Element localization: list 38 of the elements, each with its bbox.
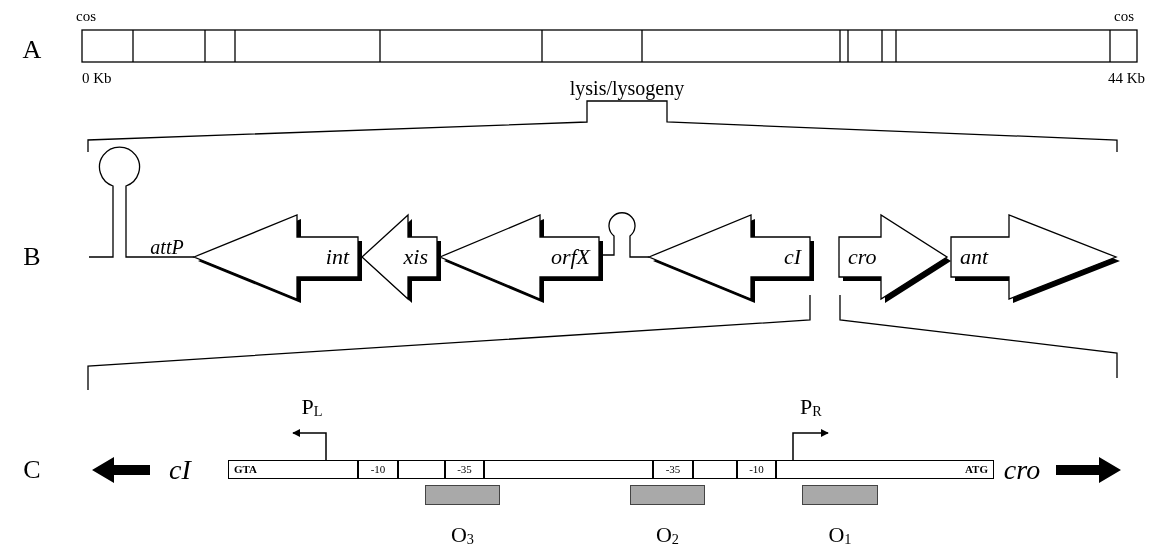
gene-segment (440, 215, 603, 303)
promoter-element-box: -10 (736, 461, 777, 478)
gene-segment (951, 215, 1120, 303)
site-label: cos (1114, 8, 1134, 24)
promoter-element-box: -10 (357, 461, 399, 478)
region-label: lysis/lysogeny (569, 78, 685, 98)
panel-letter: C (23, 457, 41, 483)
gene-segment (839, 215, 951, 303)
gene-name: orfX (550, 243, 590, 271)
site-label: cos (76, 8, 96, 24)
gene-name: cro (848, 243, 877, 271)
gene-segment (362, 215, 441, 303)
gene-name: int (325, 243, 349, 271)
gene-label: cro (1003, 456, 1041, 484)
gene-segment (194, 215, 362, 303)
promoter-region-bar (228, 460, 994, 479)
operator-box (802, 485, 878, 505)
operator-box (630, 485, 705, 505)
panel-letter: B (23, 244, 41, 270)
scale-label: 0 Kb (82, 70, 112, 86)
promoter-element-box: -35 (652, 461, 694, 478)
promoter-label: P$_{R}$ (800, 395, 822, 419)
gene-name: ant (960, 243, 989, 271)
operator-label: O$_{1}$ (828, 524, 852, 547)
panel-letter: A (22, 37, 42, 63)
scale-label: 44 Kb (1107, 70, 1145, 86)
gene-segment (649, 215, 814, 303)
site-label: attP (150, 237, 184, 257)
sequence-label: GTA (234, 464, 258, 475)
sequence-label: ATG (964, 464, 988, 475)
gene-name: cI (783, 243, 801, 271)
promoter-label: P$_{L}$ (301, 395, 323, 419)
operator-box (425, 485, 500, 505)
operator-label: O$_{3}$ (451, 524, 474, 547)
gene-label: cI (169, 456, 191, 484)
promoter-element-box: -35 (444, 461, 485, 478)
gene-name: xis (403, 243, 428, 271)
operator-label: O$_{2}$ (656, 524, 679, 547)
